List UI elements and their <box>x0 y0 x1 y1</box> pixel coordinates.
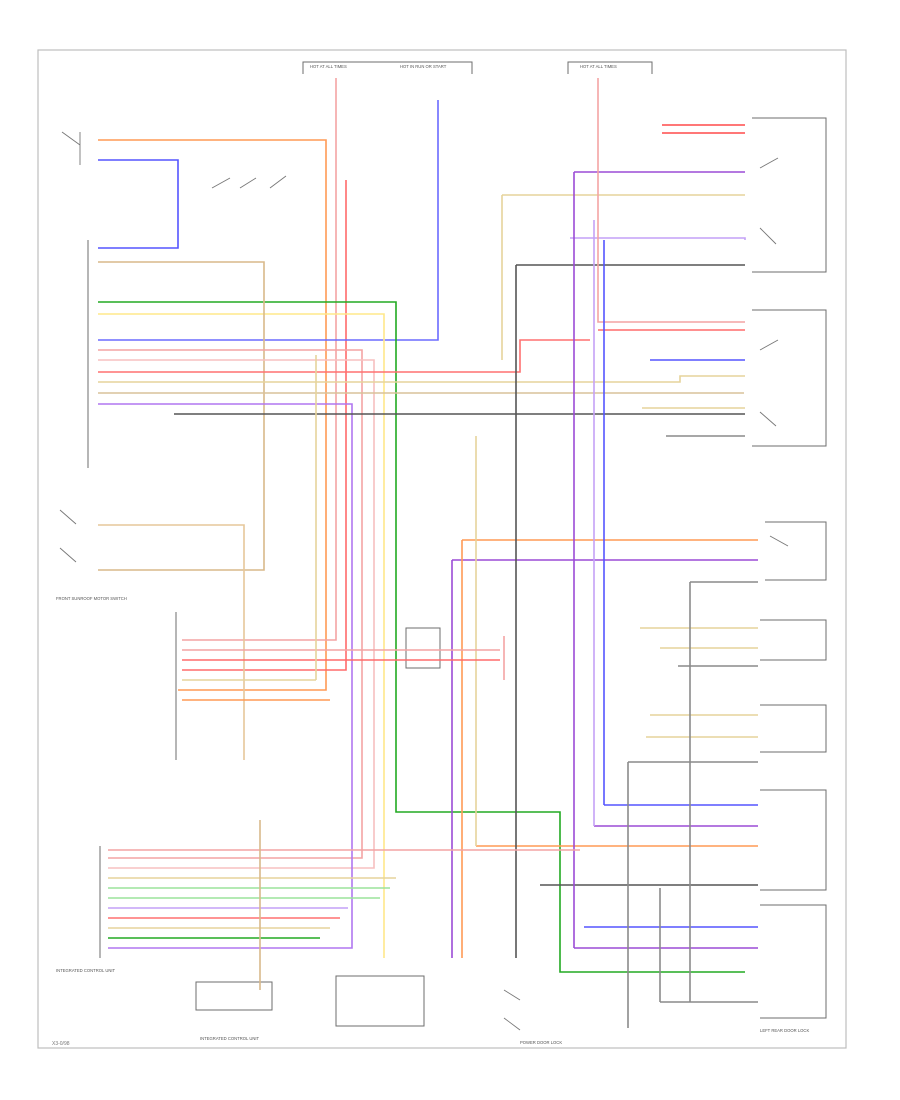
wire-purple-1 <box>98 403 353 949</box>
wire-blue-fuse <box>98 100 439 341</box>
wire-pink-2 <box>98 359 375 869</box>
svg-text:HOT AT ALL TIMES: HOT AT ALL TIMES <box>310 64 347 69</box>
wire-red-2 <box>98 339 590 373</box>
relay-small <box>405 627 441 669</box>
wires <box>98 78 758 1028</box>
svg-text:INTEGRATED CONTROL UNIT: INTEGRATED CONTROL UNIT <box>56 968 116 973</box>
right-rear-door-lock-box <box>760 904 827 1019</box>
wire-khaki-1 <box>98 375 745 383</box>
switch-bottom <box>503 989 521 1031</box>
diagram-frame <box>37 49 847 1049</box>
driver-door-switch-box <box>752 309 827 447</box>
tiny-labels: HOT AT ALL TIMES HOT IN RUN OR START HOT… <box>56 64 809 1045</box>
wire-pink-right-v <box>597 78 745 323</box>
components <box>87 61 827 1027</box>
wire-pink-1 <box>98 349 363 859</box>
left-rear-door-box <box>760 789 827 891</box>
switch-sunroof <box>769 535 789 547</box>
integrated-control-unit <box>195 981 273 1011</box>
wire-tan-main <box>98 261 265 571</box>
wire-blue-top <box>98 159 179 249</box>
left-front-door-switch-box <box>752 117 827 273</box>
wire-green-main <box>98 301 745 973</box>
switch-symbols <box>59 131 789 1031</box>
sunroof-switch-box <box>765 521 827 581</box>
svg-text:HOT AT ALL TIMES: HOT AT ALL TIMES <box>580 64 617 69</box>
right-rear-door-box <box>760 619 827 661</box>
wire-yellow-main <box>98 313 385 958</box>
svg-text:FRONT SUNROOF MOTOR SWITCH: FRONT SUNROOF MOTOR SWITCH <box>56 596 127 601</box>
wire-violet-right <box>570 237 746 240</box>
fuse-box-left <box>302 61 473 74</box>
right-rear-lock-box <box>760 704 827 753</box>
svg-text:INTEGRATED CONTROL UNIT: INTEGRATED CONTROL UNIT <box>200 1036 260 1041</box>
switch-door-right-1 <box>759 157 779 245</box>
switch-relay-top <box>211 175 287 189</box>
switch-door-right-2 <box>759 339 779 427</box>
svg-text:POWER DOOR LOCK: POWER DOOR LOCK <box>520 1040 562 1045</box>
switch-upper-left <box>61 131 81 165</box>
fuse-box-right <box>567 61 653 74</box>
switch-left-mid <box>59 509 77 563</box>
svg-text:LEFT REAR DOOR LOCK: LEFT REAR DOOR LOCK <box>760 1028 809 1033</box>
wire-pink-fuse-1 <box>182 78 337 641</box>
footer-code: X3-0/98 <box>52 1041 70 1047</box>
wire-orange-top <box>98 139 327 691</box>
wire-tan-2 <box>98 524 245 760</box>
wire-red-fuse <box>182 180 347 671</box>
fuse-relay-box <box>335 975 425 1027</box>
svg-text:HOT IN RUN OR START: HOT IN RUN OR START <box>400 64 447 69</box>
